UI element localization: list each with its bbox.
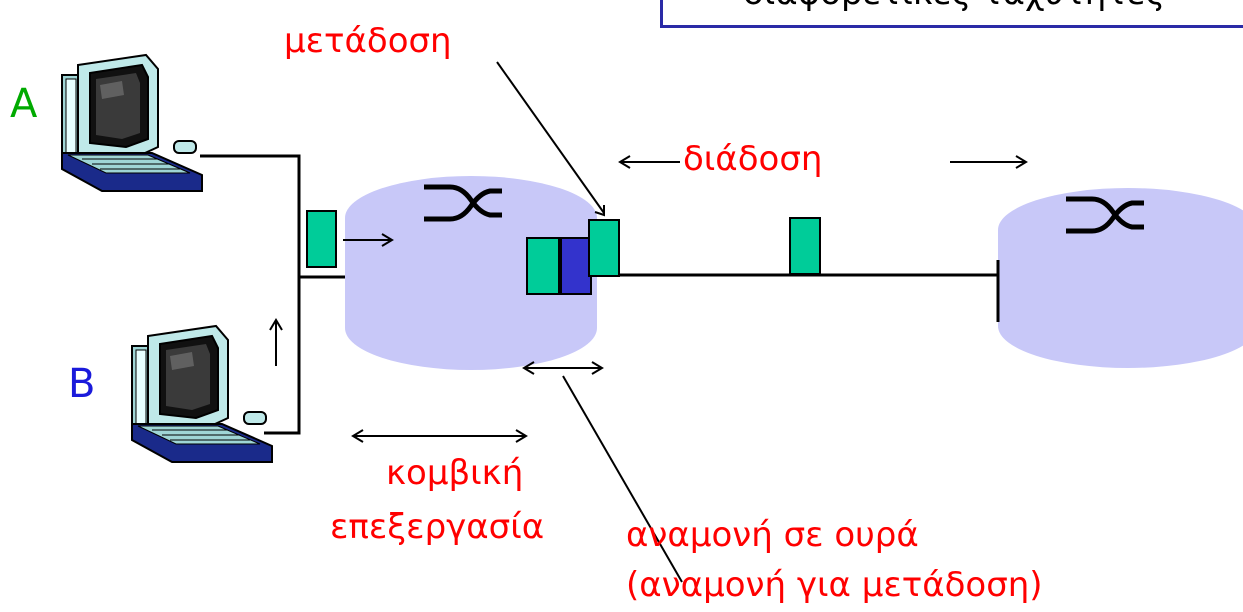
computer-a-icon xyxy=(61,54,203,192)
callout-text: διαφορετικές ταχύτητες xyxy=(743,0,1165,13)
host-b-label: B xyxy=(68,361,96,407)
packet-queued-2 xyxy=(560,237,592,295)
packet-propagating xyxy=(789,217,821,275)
queueing-label-1: αναμονή σε ουρά xyxy=(626,515,919,555)
packet-arriving xyxy=(306,210,337,268)
nodal-processing-label-2: επεξεργασία xyxy=(330,507,545,547)
nodal-processing-label-1: κομβική xyxy=(386,453,524,493)
host-links xyxy=(200,154,345,435)
packet-queued-1 xyxy=(526,237,560,295)
packet-transmitting xyxy=(588,219,620,277)
arrows xyxy=(269,61,1028,583)
callout-box: διαφορετικές ταχύτητες xyxy=(660,0,1243,28)
computer-b-icon xyxy=(131,325,273,463)
host-a-label: A xyxy=(10,81,38,127)
propagation-label: διάδοση xyxy=(683,139,823,179)
router-b xyxy=(998,188,1243,368)
queueing-label-2: (αναμονή για μετάδοση) xyxy=(626,565,1043,605)
transmission-label: μετάδοση xyxy=(284,21,452,61)
